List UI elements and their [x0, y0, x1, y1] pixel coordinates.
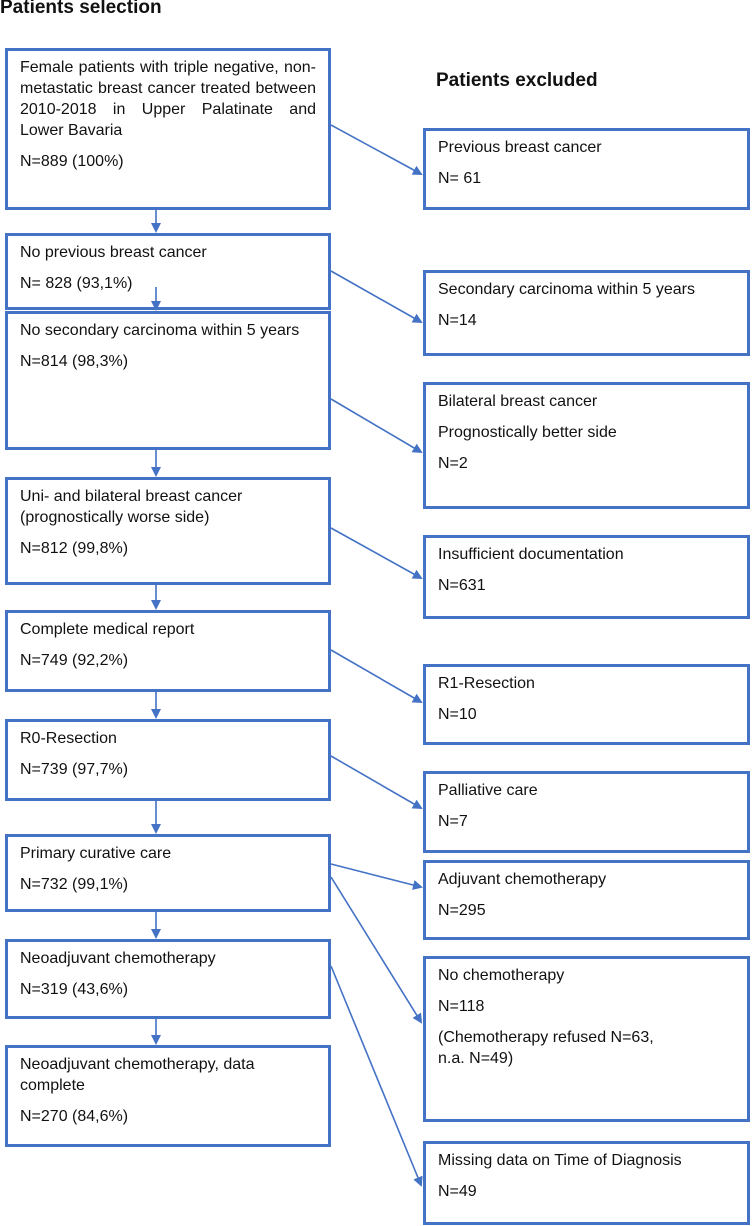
exclusion-arrow: [330, 270, 423, 323]
box-label: Female patients with triple negative, no…: [20, 59, 316, 139]
box-count: N=739 (97,7%): [20, 761, 129, 778]
box-label: R0-Resection: [20, 730, 117, 747]
exclusion-box-previous-cancer: Previous breast cancer N= 61: [423, 128, 750, 210]
exclusion-arrow: [330, 755, 423, 810]
box-label: Neoadjuvant chemotherapy: [20, 950, 216, 967]
box-note-line1: (Chemotherapy refused N=63,: [438, 1029, 654, 1046]
box-count: N= 61: [438, 170, 482, 187]
exclusion-box-secondary-carcinoma: Secondary carcinoma within 5 years N=14: [423, 270, 750, 356]
box-label: Primary curative care: [20, 845, 172, 862]
inclusion-box-curative-care: Primary curative care N=732 (99,1%): [5, 834, 331, 912]
box-label: R1-Resection: [438, 675, 535, 692]
box-label: No chemotherapy: [438, 967, 565, 984]
right-column-heading: Patients excluded: [436, 70, 598, 91]
exclusion-arrow: [330, 965, 423, 1187]
box-count: N=7: [438, 813, 468, 830]
exclusion-arrow: [330, 527, 423, 579]
box-count: N=118: [438, 998, 485, 1015]
inclusion-box-r0-resection: R0-Resection N=739 (97,7%): [5, 719, 331, 801]
box-label: Uni- and bilateral breast cancer (progno…: [20, 488, 243, 526]
box-label: Neoadjuvant chemotherapy, data complete: [20, 1056, 255, 1094]
box-label: No previous breast cancer: [20, 244, 207, 261]
exclusion-box-insufficient-documentation: Insufficient documentation N=631: [423, 535, 750, 619]
exclusion-box-adjuvant-chemo: Adjuvant chemotherapy N=295: [423, 860, 750, 940]
inclusion-box-no-secondary-carcinoma: No secondary carcinoma within 5 years N=…: [5, 311, 331, 450]
left-column-heading: Patients selection: [0, 0, 162, 18]
box-count: N=319 (43,6%): [20, 981, 129, 998]
box-note-line2: n.a. N=49): [438, 1050, 514, 1067]
box-label: Previous breast cancer: [438, 139, 602, 156]
box-count: N=49: [438, 1183, 477, 1200]
exclusion-arrow: [330, 649, 423, 704]
box-count: N=732 (99,1%): [20, 876, 129, 893]
box-label: Complete medical report: [20, 621, 195, 638]
box-count: N=270 (84,6%): [20, 1108, 129, 1125]
box-count: N=295: [438, 902, 486, 919]
inclusion-box-neoadjuvant-complete: Neoadjuvant chemotherapy, data complete …: [5, 1045, 331, 1147]
box-count: N=631: [438, 577, 486, 594]
box-count: N=749 (92,2%): [20, 652, 129, 669]
box-label: Secondary carcinoma within 5 years: [438, 281, 696, 298]
exclusion-box-palliative-care: Palliative care N=7: [423, 771, 750, 853]
box-count: N= 828 (93,1%): [20, 275, 133, 292]
box-sublabel: Prognostically better side: [438, 424, 617, 441]
box-count: N=814 (98,3%): [20, 353, 129, 370]
exclusion-arrow: [330, 124, 423, 175]
inclusion-box-neoadjuvant: Neoadjuvant chemotherapy N=319 (43,6%): [5, 939, 331, 1019]
exclusion-box-r1-resection: R1-Resection N=10: [423, 664, 750, 745]
box-count: N=812 (99,8%): [20, 540, 129, 557]
box-label: Bilateral breast cancer: [438, 393, 598, 410]
exclusion-arrow: [330, 876, 423, 1024]
inclusion-box-no-previous-cancer: No previous breast cancer N= 828 (93,1%): [5, 233, 331, 310]
exclusion-box-no-chemo: No chemotherapy N=118 (Chemotherapy refu…: [423, 956, 750, 1122]
exclusion-arrow: [330, 398, 423, 454]
exclusion-box-bilateral: Bilateral breast cancer Prognostically b…: [423, 382, 750, 509]
box-label: Palliative care: [438, 782, 538, 799]
box-count: N=14: [438, 312, 477, 329]
box-label: Insufficient documentation: [438, 546, 624, 563]
box-count: N=10: [438, 706, 477, 723]
exclusion-box-missing-diagnosis-time: Missing data on Time of Diagnosis N=49: [423, 1141, 750, 1225]
box-count: N=889 (100%): [20, 153, 124, 170]
inclusion-box-complete-report: Complete medical report N=749 (92,2%): [5, 610, 331, 692]
exclusion-arrow: [330, 863, 423, 890]
inclusion-box-bilateral: Uni- and bilateral breast cancer (progno…: [5, 477, 331, 585]
box-label: No secondary carcinoma within 5 years: [20, 322, 300, 339]
box-label: Missing data on Time of Diagnosis: [438, 1152, 682, 1169]
inclusion-box-initial: Female patients with triple negative, no…: [5, 48, 331, 210]
box-label: Adjuvant chemotherapy: [438, 871, 607, 888]
box-count: N=2: [438, 455, 468, 472]
